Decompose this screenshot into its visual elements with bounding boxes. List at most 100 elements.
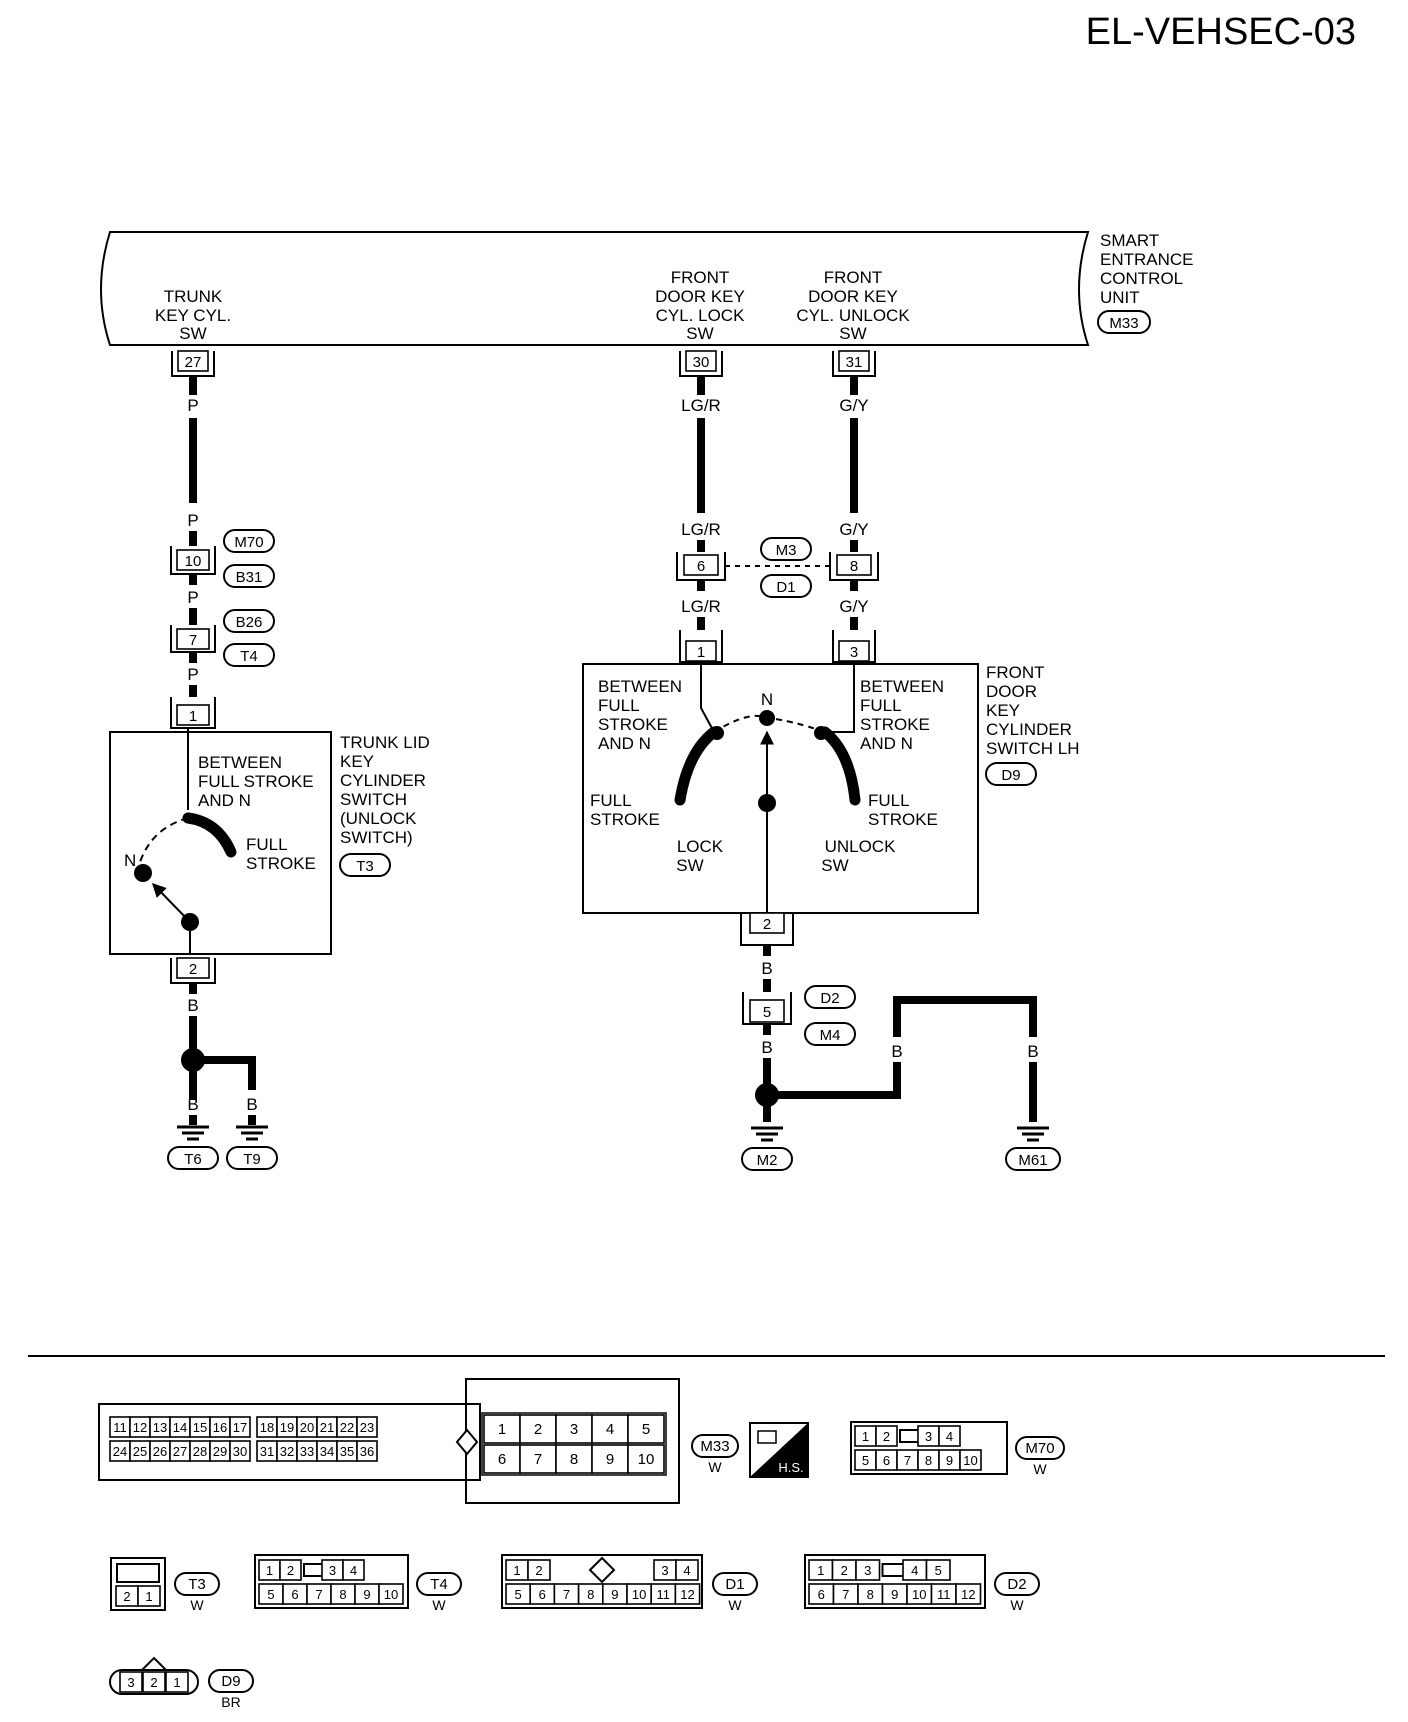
pin-18: 18 [260,1420,274,1435]
pin-1: 1 [173,1675,180,1690]
pin-9: 9 [946,1453,953,1468]
connector-cell [627,1414,665,1444]
door-ground-wire-2: B [761,1038,772,1057]
pin-5: 5 [642,1421,650,1438]
pin-3: 3 [127,1675,134,1690]
pin-2: 2 [150,1675,157,1690]
svg-text:SW: SW [686,324,713,343]
ref-d1: D1 [776,579,795,596]
connector-cell [555,1444,593,1474]
svg-text:SWITCH: SWITCH [340,790,407,809]
door-connector-6: 6 [676,552,726,581]
pin-8: 8 [867,1587,874,1602]
connector-cell [527,1559,551,1581]
input-lock-label: FRONT DOOR KEY CYL. LOCK SW [655,268,745,343]
connector-d2-label-color: W [1010,1597,1024,1613]
svg-text:CYLINDER: CYLINDER [986,720,1072,739]
svg-text:SWITCH): SWITCH) [340,828,413,847]
pin-29: 29 [213,1444,227,1459]
pin-11: 11 [657,1587,671,1602]
connector-m70-label-ref: M70 [1025,1440,1054,1457]
pin-19: 19 [280,1420,294,1435]
svg-text:8: 8 [850,558,858,575]
pin-14: 14 [173,1420,187,1435]
pin-15: 15 [193,1420,207,1435]
pin-9: 9 [611,1587,618,1602]
ref-b26: B26 [236,614,263,631]
svg-text:2: 2 [763,916,771,933]
door-switch-name: FRONT DOOR KEY CYLINDER SWITCH LH [986,663,1080,758]
harness-side-icon [757,1430,777,1444]
svg-text:FULL STROKE: FULL STROKE [198,772,314,791]
svg-text:KEY CYL.: KEY CYL. [155,306,231,325]
pin-1: 1 [513,1563,520,1578]
pin-34: 34 [320,1444,334,1459]
svg-text:31: 31 [846,354,863,371]
connector-d9-label-color: BR [221,1694,240,1710]
svg-text:SMART: SMART [1100,231,1159,250]
trunk-switch-pin-2: 2 [170,957,216,984]
pin-9: 9 [363,1587,370,1602]
connector-cell [483,1414,521,1444]
pin-10: 10 [632,1587,646,1602]
pin-11: 11 [937,1587,951,1602]
pin-35: 35 [340,1444,354,1459]
pin-2: 2 [287,1563,294,1578]
ref-t9-oval [226,1146,278,1170]
pin-31: 31 [832,350,876,377]
pin-1: 1 [498,1421,506,1438]
trunk-switch-box [109,731,332,955]
input-unlock-label: FRONT DOOR KEY CYL. UNLOCK SW [796,268,910,343]
pin-5: 5 [862,1453,869,1468]
svg-text:STROKE: STROKE [868,810,938,829]
pin-2: 2 [535,1563,542,1578]
trunk-n-label: N [124,851,136,870]
pin-4: 4 [911,1563,918,1578]
svg-text:FRONT: FRONT [671,268,730,287]
connector-m33-label-oval [691,1434,739,1458]
pin-11: 11 [113,1420,127,1435]
pin-4: 4 [946,1429,953,1444]
pin-1: 1 [862,1429,869,1444]
connector-cell [675,1559,699,1581]
svg-text:AND N: AND N [860,734,913,753]
door-lock-wire-color-1: LG/R [681,396,721,415]
ref-t3: T3 [356,858,374,875]
connector-d2-label-oval [994,1572,1040,1596]
connector-cell [955,1583,982,1605]
pin-10: 10 [963,1453,977,1468]
hs-badge: H.S. [749,1422,809,1478]
pin-24: 24 [113,1444,127,1459]
trunk-between-label: BETWEEN FULL STROKE AND N [198,753,314,810]
pin-4: 4 [683,1563,690,1578]
doc-code: EL-VEHSEC-03 [1086,11,1356,53]
trunk-ground-wire-1: B [187,996,198,1015]
pin-20: 20 [300,1420,314,1435]
svg-text:AND N: AND N [598,734,651,753]
svg-text:LOCK: LOCK [677,837,724,856]
connector-cell [356,1440,378,1462]
pin-6: 6 [883,1453,890,1468]
pin-3: 3 [329,1563,336,1578]
ground-m61: M61 [1018,1152,1047,1169]
door-ground-wire-4: B [1027,1042,1038,1061]
pin-7: 7 [315,1587,322,1602]
pin-3: 3 [864,1563,871,1578]
control-unit-box [100,231,1090,346]
svg-text:1: 1 [697,644,705,661]
pin-9: 9 [606,1451,614,1468]
pin-8: 8 [587,1587,594,1602]
connector-cell [142,1671,166,1693]
svg-text:FULL: FULL [860,696,902,715]
svg-text:3: 3 [850,644,858,661]
door-lock-wire-color-3: LG/R [681,597,721,616]
connector-cell [229,1416,251,1438]
pin-6: 6 [539,1587,546,1602]
pin-1: 1 [145,1589,152,1604]
connector-t4-label-color: W [432,1597,446,1613]
svg-text:UNIT: UNIT [1100,288,1140,307]
pin-7: 7 [904,1453,911,1468]
